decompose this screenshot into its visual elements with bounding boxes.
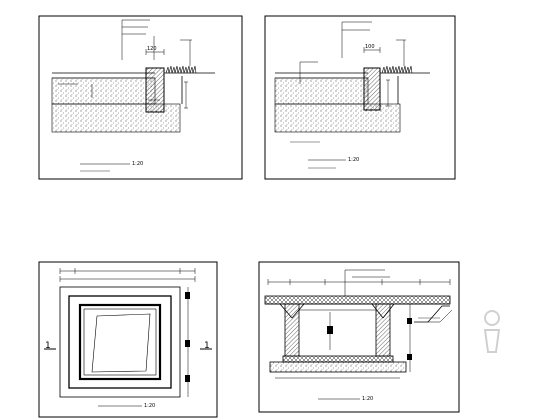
- section-floor: [282, 355, 394, 363]
- drain-section-view: 1:20: [258, 261, 460, 413]
- detail-2-grass: [381, 65, 413, 74]
- plan-outer-slab: [59, 286, 181, 398]
- section-frame: [258, 261, 460, 413]
- detail-2-base-layer: [274, 77, 369, 105]
- detail-2-subgrade: [274, 103, 401, 133]
- section-top-slab: [264, 295, 451, 305]
- plan-inner-pit: [78, 303, 162, 381]
- section-slope-detail: [414, 305, 450, 323]
- curb-detail-2: 100 1:20: [264, 15, 456, 180]
- detail-1-width-dim: 120: [147, 46, 157, 52]
- detail-2-frame: [264, 15, 456, 180]
- detail-2-curb-stone: [363, 67, 381, 111]
- section-base-gravel: [269, 361, 407, 373]
- detail-1-scale: 1:20: [132, 161, 143, 167]
- detail-1-grass: [165, 65, 197, 74]
- plan-curb-ring: [68, 295, 172, 389]
- drain-plan-view: 1 1 1:20: [38, 261, 218, 418]
- plan-section-mark-right: 1: [204, 341, 210, 351]
- detail-1-base-layer: [51, 77, 156, 105]
- watermark-figure: [483, 310, 501, 353]
- plan-cover-outline: [91, 313, 151, 373]
- plan-section-mark-left: 1: [45, 341, 51, 351]
- section-scale: 1:20: [362, 396, 373, 402]
- plan-scale: 1:20: [144, 403, 155, 409]
- curb-detail-1: 120 1:20: [38, 15, 243, 180]
- plan-frame: [38, 261, 218, 418]
- detail-2-width-dim: 100: [365, 44, 375, 50]
- detail-1-frame: [38, 15, 243, 180]
- detail-2-scale: 1:20: [348, 157, 359, 163]
- detail-1-curb-stone: [145, 67, 165, 113]
